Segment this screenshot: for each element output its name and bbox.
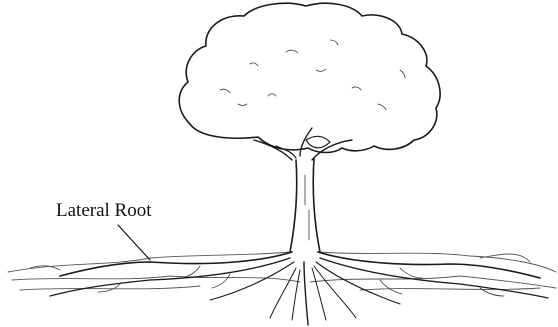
lateral-root-annotation: Lateral Root bbox=[56, 200, 152, 260]
tree-trunk bbox=[290, 158, 320, 252]
lateral-root-leader-line bbox=[118, 225, 150, 260]
lateral-root-label: Lateral Root bbox=[56, 200, 152, 221]
ground-surface bbox=[8, 252, 556, 290]
